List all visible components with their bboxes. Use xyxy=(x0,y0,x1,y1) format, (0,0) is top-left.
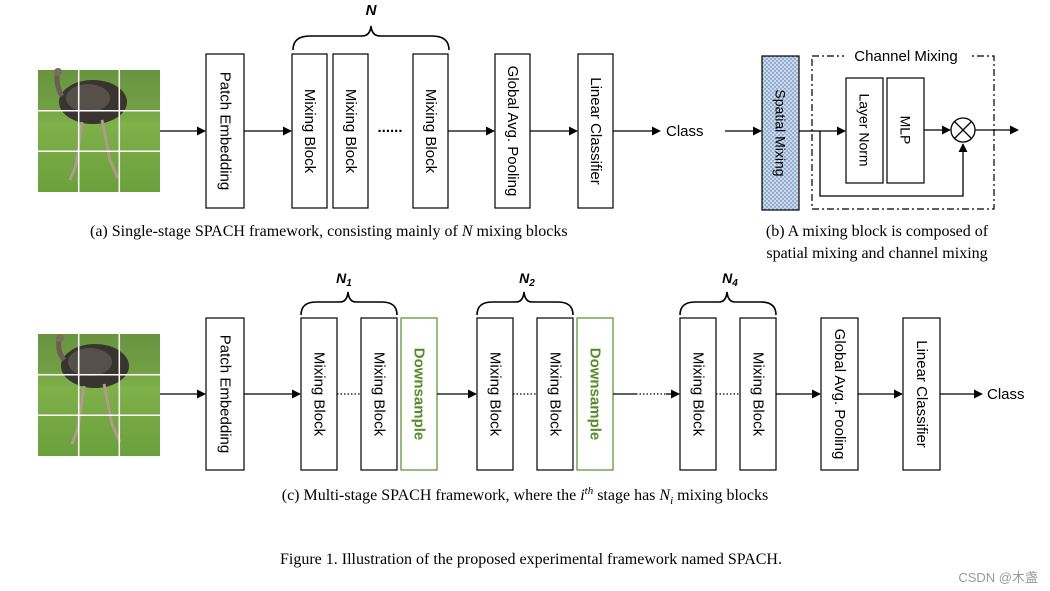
mixing-block-label-c1: Mixing Block xyxy=(311,352,328,437)
linear-classifier-box-c xyxy=(902,317,941,471)
ostrich-image-c xyxy=(38,334,160,456)
brace-label-a: N xyxy=(366,2,378,19)
ostrich-image-a xyxy=(38,68,160,192)
downsample-box-2 xyxy=(576,317,614,471)
mixing-block-label-c2: Mixing Block xyxy=(371,352,388,437)
mixing-block-c1 xyxy=(300,317,338,471)
mixing-block-label-a3: Mixing Block xyxy=(422,89,439,174)
layer-norm-label: Layer Norm xyxy=(857,93,873,166)
panel-b: Spatial Mixing Channel Mixing Layer Norm… xyxy=(725,46,1019,262)
brace-n4 xyxy=(679,291,777,316)
global-pool-label-a: Global Avg. Pooling xyxy=(504,66,521,197)
linear-classifier-label-a: Linear Classifier xyxy=(587,77,604,185)
ellipsis-a: ...... xyxy=(377,119,402,136)
multiply-icon xyxy=(950,117,976,143)
patch-embedding-label-a: Patch Embedding xyxy=(217,72,234,190)
brace-n4-label: N4 xyxy=(722,270,738,289)
figure-caption: Figure 1. Illustration of the proposed e… xyxy=(280,551,782,568)
mixing-block-label-c3: Mixing Block xyxy=(487,352,504,437)
mixing-block-c6 xyxy=(739,317,777,471)
patch-embedding-box-a xyxy=(205,53,245,209)
class-label-c: Class xyxy=(987,386,1025,403)
downsample-label-2: Downsample xyxy=(587,348,604,441)
mixing-block-label-c6: Mixing Block xyxy=(750,352,767,437)
mixing-block-a2 xyxy=(332,53,369,209)
mlp-label: MLP xyxy=(898,116,914,145)
caption-b-line1: (b) A mixing block is composed of xyxy=(766,223,989,240)
layer-norm-box xyxy=(845,77,884,184)
spatial-mixing-label: Spatial Mixing xyxy=(773,89,789,176)
brace-a xyxy=(292,25,450,51)
class-label-a: Class xyxy=(666,123,704,140)
brace-n1-label: N1 xyxy=(336,270,352,289)
downsample-label-1: Downsample xyxy=(411,348,428,441)
channel-mixing-title: Channel Mixing xyxy=(854,48,957,65)
mixing-block-label-a2: Mixing Block xyxy=(342,89,359,174)
global-pool-label-c: Global Avg. Pooling xyxy=(831,329,848,460)
brace-n2 xyxy=(476,291,574,316)
mixing-block-c2 xyxy=(360,317,398,471)
mixing-block-c5 xyxy=(679,317,717,471)
spatial-mixing-box xyxy=(761,55,800,211)
mixing-block-label-c4: Mixing Block xyxy=(547,352,564,437)
watermark: CSDN @木盏 xyxy=(958,570,1038,585)
mixing-block-label-c5: Mixing Block xyxy=(690,352,707,437)
mixing-block-c4 xyxy=(536,317,574,471)
patch-embedding-label-c: Patch Embedding xyxy=(217,335,234,453)
mixing-block-label-a1: Mixing Block xyxy=(301,89,318,174)
caption-c: (c) Multi-stage SPACH framework, where t… xyxy=(282,485,769,507)
panel-a: Patch Embedding Mixing Block Mixing Bloc… xyxy=(38,2,704,240)
caption-b-line2: spatial mixing and channel mixing xyxy=(766,245,987,262)
linear-classifier-label-c: Linear Classifier xyxy=(913,340,930,448)
skip-connection xyxy=(819,131,968,197)
downsample-box-1 xyxy=(400,317,438,471)
panel-c: Patch Embedding Mixing Block Mixing Bloc… xyxy=(38,270,1025,507)
mixing-block-a1 xyxy=(291,53,328,209)
patch-embedding-box-c xyxy=(205,317,245,471)
global-pool-box-a xyxy=(494,53,531,209)
brace-n1 xyxy=(300,291,398,316)
mlp-box xyxy=(886,77,925,184)
caption-a: (a) Single-stage SPACH framework, consis… xyxy=(90,223,568,240)
brace-n2-label: N2 xyxy=(519,270,535,289)
